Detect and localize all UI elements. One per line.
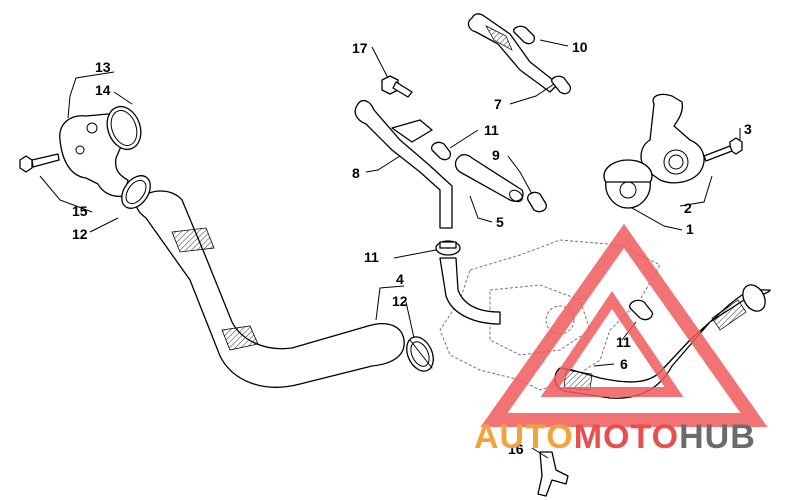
- hose-clamp-part-11-lower: [629, 299, 653, 321]
- hose-clamp-part-11-upper: [431, 141, 452, 161]
- o-ring-part-14: [106, 105, 142, 151]
- callout-14: 14: [95, 82, 111, 98]
- hose-clamp-part-5: [527, 191, 547, 213]
- watermark-logo: [480, 223, 768, 427]
- callout-12: 12: [72, 226, 88, 242]
- callout-6: 6: [620, 356, 628, 372]
- watermark-moto: MOTO: [574, 418, 679, 456]
- callout-10: 10: [572, 39, 588, 55]
- hose-clamp-part-11-middle: [435, 240, 461, 256]
- hose-clamp-part-10: [513, 25, 572, 95]
- callout-labels: 13 14 15 12 17 10 7 11 8 9 5 11 4 12 11 …: [72, 39, 752, 457]
- upper-hose-part-7: [467, 13, 559, 93]
- short-hose-part-9: [454, 154, 524, 203]
- callout-9: 9: [492, 147, 500, 163]
- callout-12: 12: [392, 293, 408, 309]
- callout-16: 16: [508, 441, 524, 457]
- watermark-hub: HUB: [679, 418, 756, 456]
- bolt-part-17: [381, 75, 413, 98]
- hose-clamp-part-12-lower: [406, 336, 434, 372]
- callout-8: 8: [352, 165, 360, 181]
- callout-11: 11: [484, 122, 499, 138]
- watermark-text: AUTOMOTOHUB: [474, 418, 756, 456]
- callout-17: 17: [352, 40, 368, 56]
- callout-15: 15: [72, 203, 88, 219]
- callout-11: 11: [364, 249, 379, 265]
- watermark-auto: AUTO: [474, 418, 574, 456]
- hose-clamp-part-12-upper: [121, 175, 151, 209]
- svg-text:AUTOMOTOHUB: AUTOMOTOHUB: [474, 418, 756, 456]
- radiator-hose-part-4: [135, 190, 405, 388]
- callout-3: 3: [744, 121, 752, 137]
- callout-5: 5: [496, 214, 504, 230]
- bypass-pipe-part-8: [354, 99, 453, 229]
- callout-13: 13: [95, 59, 111, 75]
- leader-lines: [39, 39, 741, 459]
- small-hose-middle: [439, 257, 501, 325]
- callout-1: 1: [686, 221, 694, 237]
- thermostat-part-1: [603, 159, 653, 209]
- callout-7: 7: [494, 96, 502, 112]
- callout-11: 11: [616, 334, 631, 350]
- callout-2: 2: [684, 200, 692, 216]
- bolt-part-15: [19, 153, 60, 173]
- clip-part-16: [537, 451, 569, 497]
- bolt-part-3: [703, 137, 743, 162]
- callout-4: 4: [396, 271, 404, 287]
